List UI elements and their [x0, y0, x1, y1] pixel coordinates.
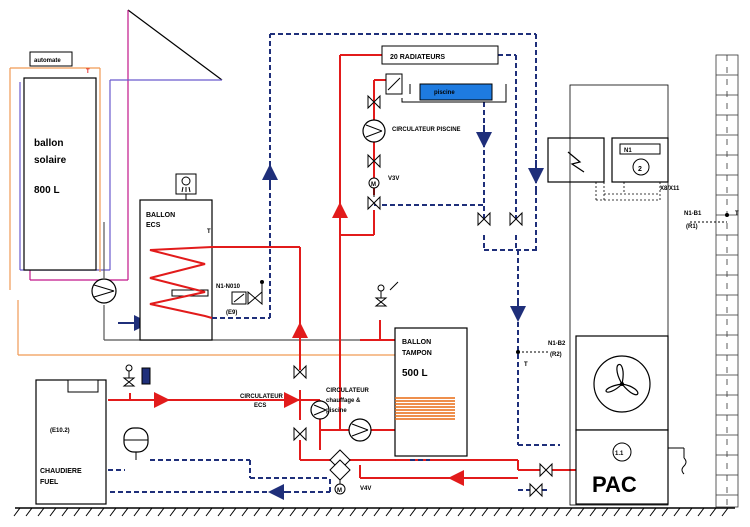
v3v-label: V3V: [388, 176, 399, 182]
pac-controller: N1 2 X8/X11: [611, 137, 680, 192]
radiateurs-label: 20 RADIATEURS: [390, 54, 445, 61]
pac-control-wiring: [595, 182, 661, 201]
circulateur-chauffage-label-2: chauffage &: [326, 398, 361, 404]
fan-icon: [605, 363, 639, 396]
circulateur-piscine: CIRCULATEUR PISCINE: [362, 119, 461, 143]
valve-return-left: [477, 211, 491, 227]
expansion-vessel: [123, 427, 149, 460]
ballon-ecs-label-2: ECS: [146, 222, 161, 229]
valve-pac-return: [529, 482, 543, 498]
hot-flow-arrows: [150, 202, 518, 486]
safety-valve-tampon: [374, 281, 399, 307]
chaudiere-label-2: FUEL: [40, 479, 59, 486]
valve-pac-supply: [539, 462, 553, 478]
ecs-heat-exchanger-coil: [149, 246, 213, 319]
ballon-tampon-tank: BALLON TAMPON 500 L: [394, 327, 468, 457]
chaudiere-fuel: (E10.2) CHAUDIERE FUEL: [35, 379, 107, 505]
chaudiere-label-1: CHAUDIERE: [40, 468, 82, 475]
ballon-ecs-t-marker: T: [207, 229, 211, 235]
connector-x8-x11-label: X8/X11: [660, 186, 680, 192]
pac-drain: [668, 447, 687, 475]
ballon-solaire-tank: ballon solaire 800 L: [23, 77, 97, 271]
lightning-icon: [567, 151, 585, 173]
circulateur-chauffage-label-3: piscine: [326, 408, 347, 414]
brick-wall: [715, 54, 739, 508]
ballon-ecs-tank: BALLON ECS T: [139, 173, 213, 341]
return-flow-arrows: [262, 125, 544, 500]
sensor-b1-t-marker: T: [735, 211, 739, 217]
automate-controller: automate T: [29, 51, 90, 75]
ballon-ecs-label-1: BALLON: [146, 212, 175, 219]
ballon-tampon-label-2: TAMPON: [402, 350, 432, 357]
v4v-m-marker: M: [337, 488, 342, 494]
circulateur-piscine-label: CIRCULATEUR PISCINE: [392, 127, 461, 133]
valve-return-right: [509, 211, 523, 227]
v3v-m-marker: M: [371, 182, 376, 188]
automate-label: automate: [34, 58, 61, 64]
sensor-n1-b2: N1-B2 (R2) T: [516, 341, 566, 368]
solar-pump: [91, 278, 117, 304]
valve-ecs-top: [293, 364, 307, 380]
tampon-heat-coil: [395, 397, 455, 420]
v4v-valve: M V4V: [329, 449, 371, 495]
circulateur-ecs-label-group: CIRCULATEUR ECS: [240, 394, 284, 409]
sensor-n1-b2-label: N1-B2: [548, 341, 566, 347]
valve-piscine-bottom: [367, 153, 381, 169]
ballon-solaire-label-2: solaire: [34, 155, 67, 166]
pac-electrical-box: [547, 137, 605, 183]
shower-icon: [181, 176, 191, 186]
ground-line: [13, 507, 735, 517]
sensor-b2-t-marker: T: [524, 362, 528, 368]
circulateur-ecs-label-1: CIRCULATEUR: [240, 394, 284, 400]
v3v-valve: M V3V: [367, 176, 399, 211]
sensor-n1-b1: N1-B1 (R1) T: [684, 211, 739, 230]
safety-valve-chaudiere: [122, 364, 151, 387]
automate-t-marker: T: [86, 69, 90, 75]
circulateur-ecs-pump: [310, 400, 330, 420]
controller-n1-label: N1: [624, 148, 632, 154]
sensor-n1-n010: N1-N010 (E9): [216, 280, 264, 316]
v4v-label: V4V: [360, 486, 371, 492]
sensor-n1-n010-label: N1-N010: [216, 284, 241, 290]
ballon-solaire-label-1: ballon: [34, 138, 63, 149]
ballon-solaire-volume: 800 L: [34, 185, 60, 196]
circulateur-ecs-label-2: ECS: [254, 403, 266, 409]
radiateurs-box: 20 RADIATEURS: [381, 45, 499, 65]
pac-label: PAC: [592, 472, 637, 497]
sensor-n1-b1-label: N1-B1: [684, 211, 702, 217]
circulateur-chauffage-label-group: CIRCULATEUR chauffage & piscine: [326, 388, 370, 414]
pac-heat-pump: 1.1 PAC: [569, 84, 669, 506]
controller-2-label: 2: [638, 166, 642, 173]
ballon-tampon-label-1: BALLON: [402, 339, 431, 346]
pac-unit-id-label: 1.1: [615, 451, 624, 457]
valve-ecs-bottom: [293, 426, 307, 442]
sensor-r2-label: (R2): [550, 352, 562, 358]
piscine-label: piscine: [434, 90, 455, 96]
circulateur-chauffage-pump: [348, 418, 372, 442]
sensor-r1-label: (R1): [686, 224, 698, 230]
sensor-e9-label: (E9): [226, 310, 237, 316]
ballon-tampon-volume: 500 L: [402, 368, 428, 379]
chaudiere-id-label: (E10.2): [50, 428, 70, 434]
piscine-pool: piscine: [385, 73, 507, 103]
circulateur-chauffage-label-1: CIRCULATEUR: [326, 388, 370, 394]
valve-piscine-top: [367, 94, 381, 110]
